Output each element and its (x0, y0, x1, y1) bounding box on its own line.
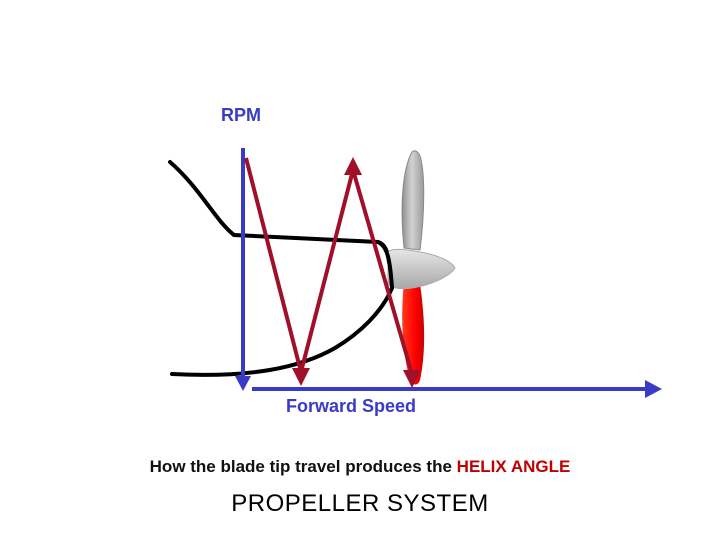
rpm-label: RPM (221, 105, 261, 125)
caption-text: How the blade tip travel produces the (149, 457, 452, 476)
helix-arrowhead-1 (292, 368, 310, 386)
helix-path (244, 157, 414, 375)
propeller-blade-upper (401, 150, 425, 251)
helix-arrowhead-3 (403, 370, 421, 388)
forward-speed-axis-arrowhead (645, 380, 662, 398)
caption: How the blade tip travel produces the HE… (0, 457, 720, 477)
engine-face (376, 240, 394, 290)
helix-arrowhead-2 (344, 157, 362, 175)
page-title: PROPELLER SYSTEM (231, 490, 489, 517)
forward-speed-label: Forward Speed (286, 396, 417, 416)
propeller-blade-lower (402, 282, 425, 385)
rpm-axis-arrowhead (235, 376, 251, 391)
nose-outline-lower (170, 286, 394, 377)
propeller-hub (387, 248, 456, 290)
caption-highlight: HELIX ANGLE (456, 457, 571, 476)
